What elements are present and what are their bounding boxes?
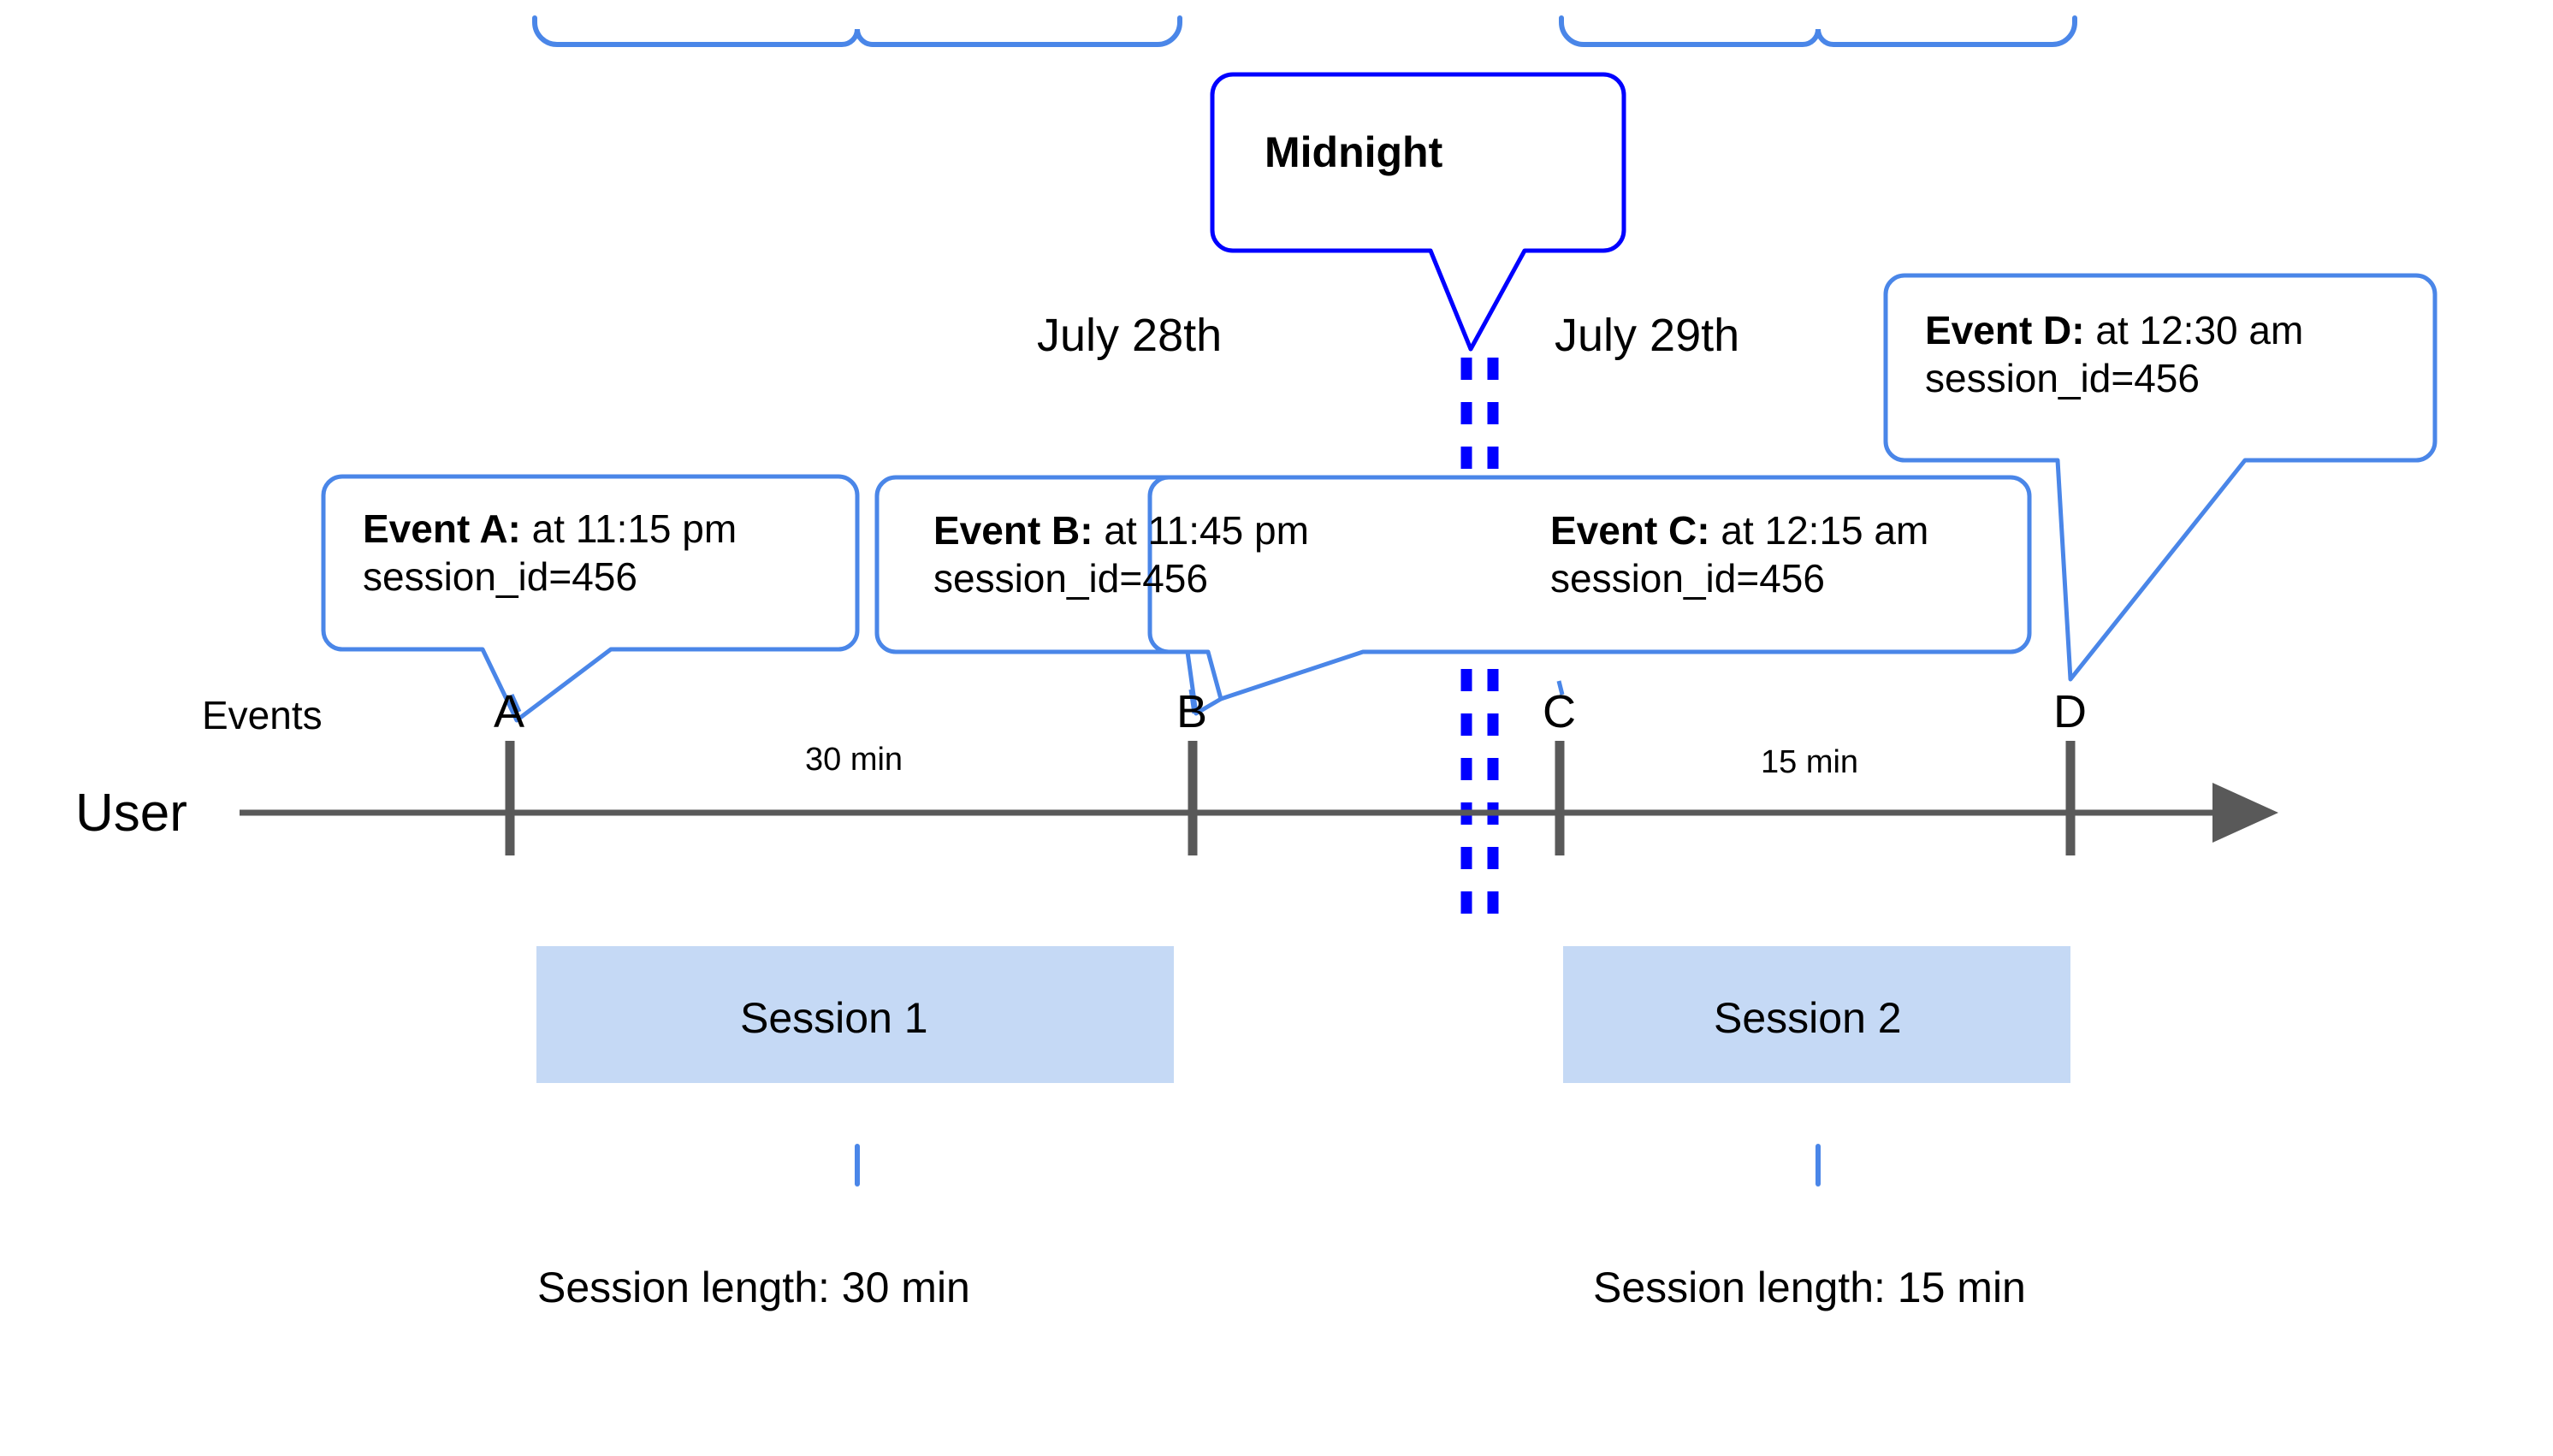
gap-label-c-d: 15 min [1761, 744, 1859, 780]
event-letter-d: D [2053, 686, 2087, 737]
event-b-title: Event B: [933, 508, 1093, 553]
event-c-callout-text: Event C: at 12:15 am session_id=456 [1550, 506, 1928, 602]
session-1-length-label: Session length: 30 min [537, 1264, 970, 1311]
event-letter-c: C [1543, 686, 1576, 737]
event-d-time: at 12:30 am [2084, 308, 2304, 352]
event-d-session-id: session_id=456 [1925, 356, 2200, 401]
event-d-title: Event D: [1925, 308, 2085, 352]
event-c-tail-tip [1556, 680, 1565, 695]
event-b-session-id: session_id=456 [933, 556, 1208, 601]
session-2-length-label: Session length: 15 min [1593, 1264, 2026, 1311]
event-b-time: at 11:45 pm [1093, 508, 1309, 553]
session-2-bar [1563, 946, 2070, 1083]
event-letter-a: A [494, 686, 525, 737]
date-label-july-28: July 28th [1037, 310, 1223, 361]
event-a-time: at 11:15 pm [520, 506, 737, 551]
session-2-label: Session 2 [1714, 994, 1902, 1042]
event-c-session-id: session_id=456 [1550, 556, 1825, 601]
event-c-callout-shape [1147, 475, 2032, 701]
timeline-axis [240, 741, 2278, 855]
session-1-brace [532, 15, 1182, 1187]
event-d-callout-text: Event D: at 12:30 am session_id=456 [1925, 306, 2303, 402]
event-a-tail-tip [509, 693, 522, 713]
event-b-callout-text: Event B: at 11:45 pm session_id=456 [933, 506, 1309, 602]
midnight-label: Midnight [1265, 128, 1443, 176]
session-1-bar [536, 946, 1174, 1083]
event-c-title: Event C: [1550, 508, 1710, 553]
event-b-tail-tip [1188, 689, 1197, 714]
event-a-title: Event A: [363, 506, 521, 551]
gap-label-a-b: 30 min [805, 742, 903, 778]
user-row-label: User [75, 784, 187, 843]
events-row-label: Events [202, 693, 323, 737]
session-1-label: Session 1 [740, 994, 928, 1042]
event-a-callout-text: Event A: at 11:15 pm session_id=456 [363, 505, 737, 601]
event-c-time: at 12:15 am [1709, 508, 1929, 553]
event-letter-b: B [1176, 686, 1208, 737]
midnight-callout-shape [1210, 72, 1626, 352]
event-a-session-id: session_id=456 [363, 554, 637, 600]
date-label-july-29: July 29th [1555, 310, 1740, 361]
event-a-callout-shape [321, 474, 860, 723]
event-d-callout-shape [1883, 273, 2437, 682]
session-2-brace [1559, 15, 2077, 1187]
